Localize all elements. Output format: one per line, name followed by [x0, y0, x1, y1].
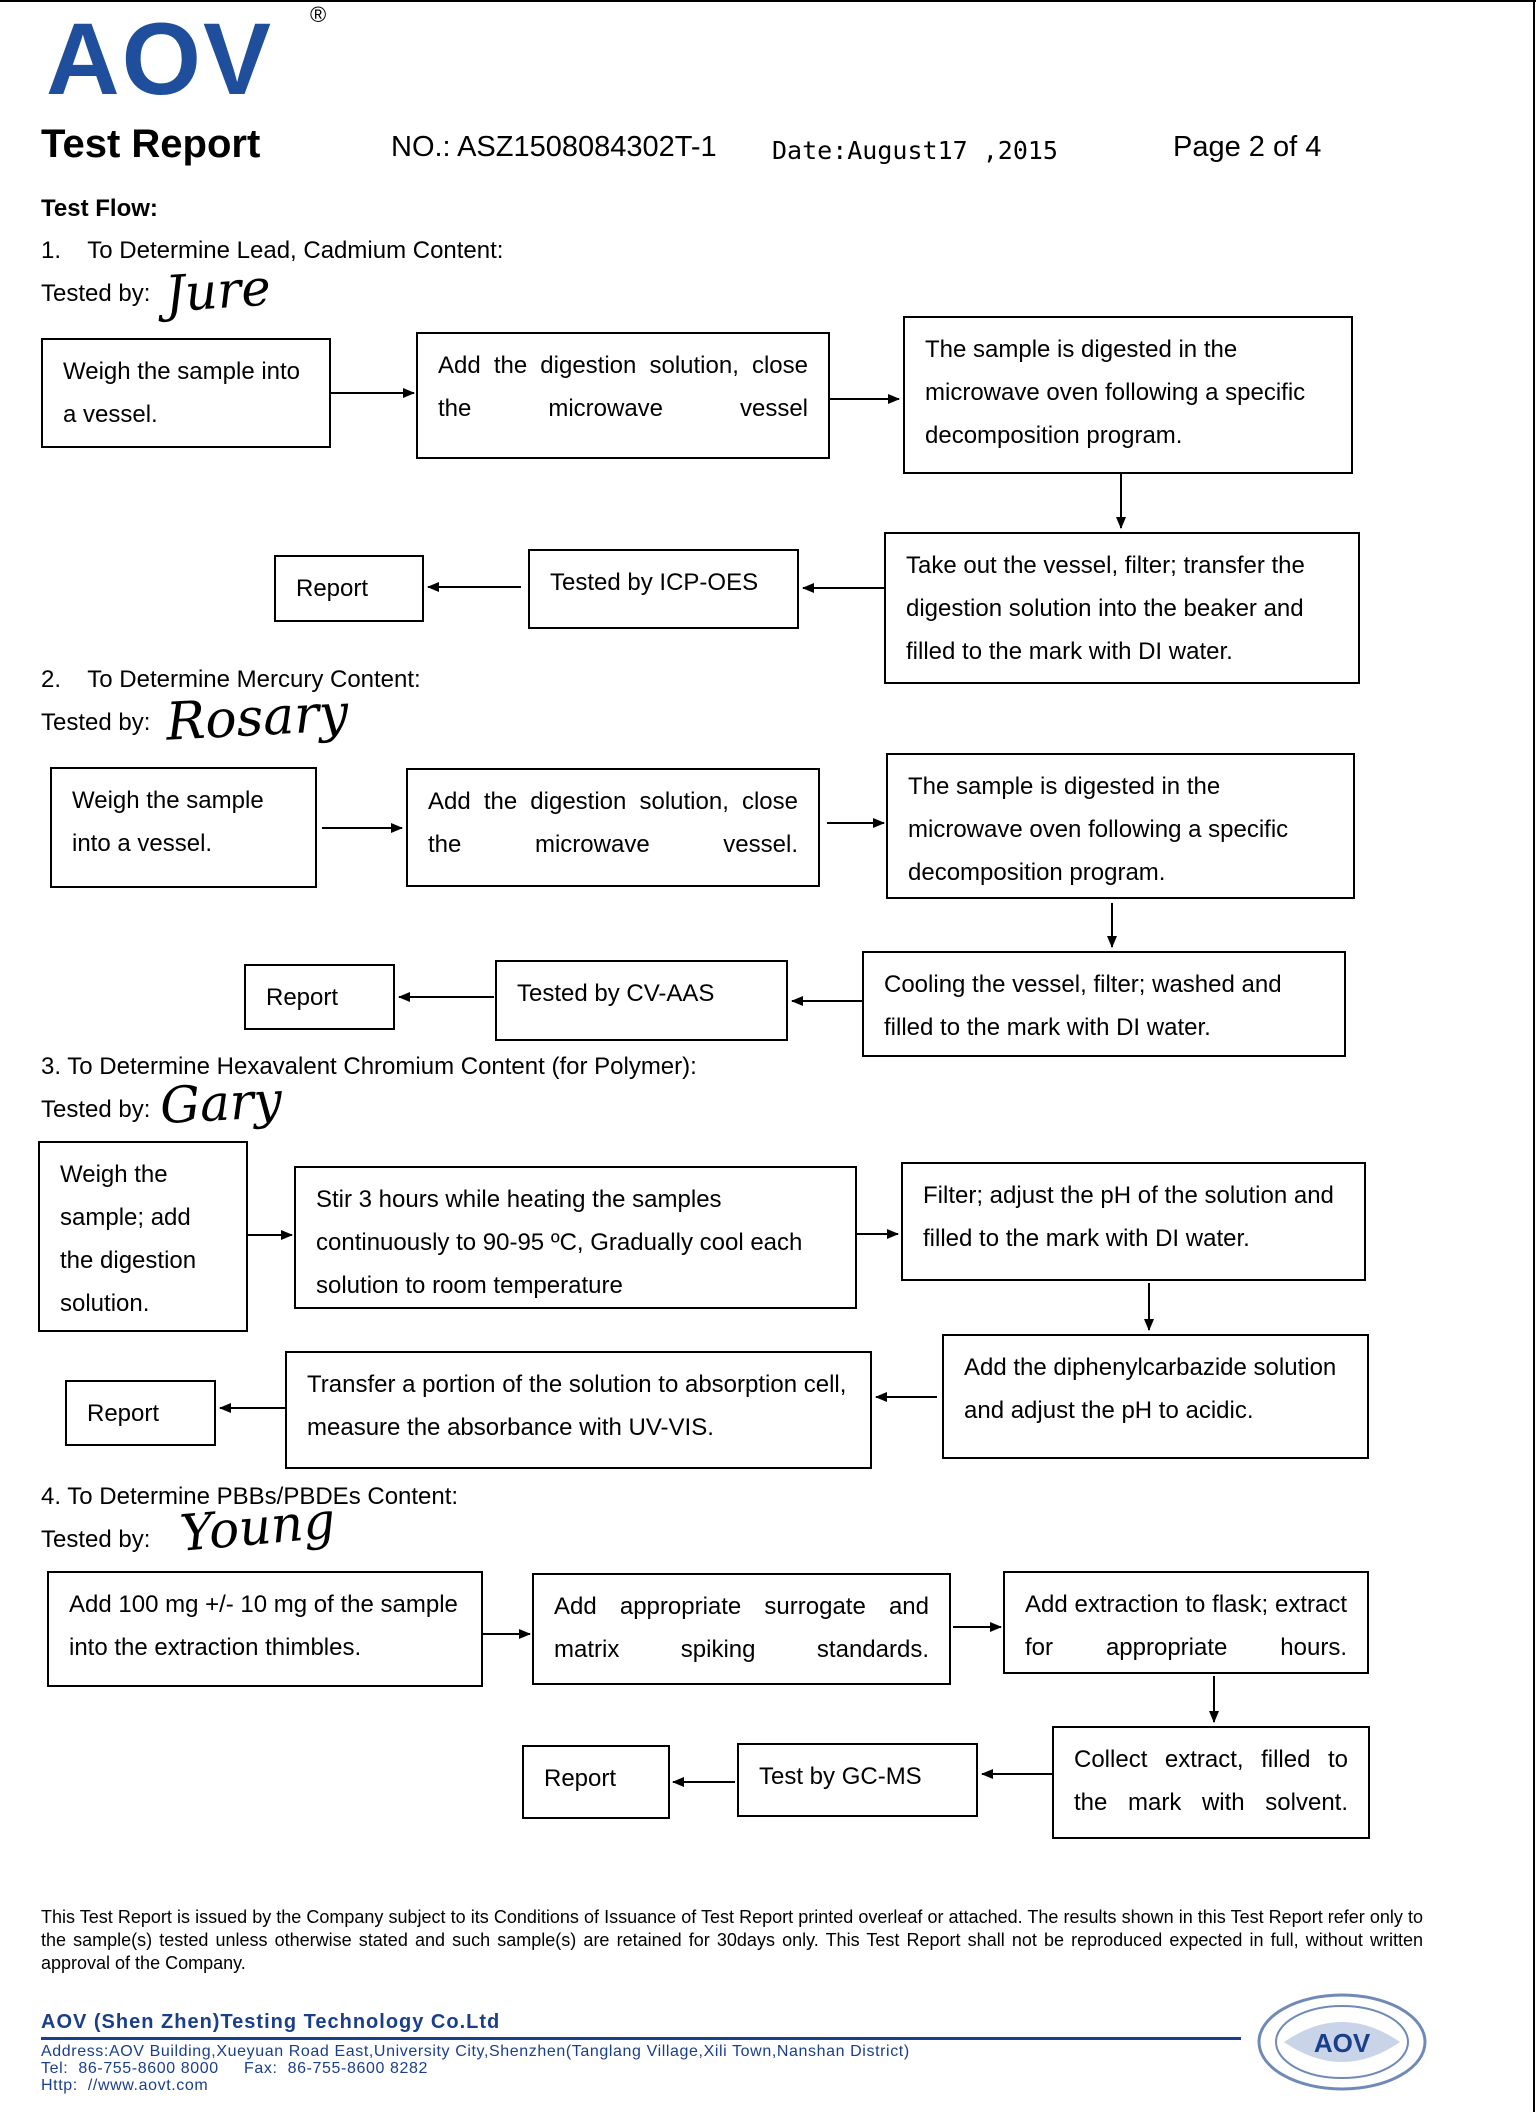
flow-step: Add appropriate surrogate and matrix spi… [532, 1573, 951, 1685]
flow-step: Collect extract, filled to the mark with… [1052, 1726, 1370, 1839]
report-box: Report [244, 964, 395, 1030]
flow-step: The sample is digested in the microwave … [886, 753, 1355, 899]
flow-step: Weigh the sample into a vessel. [41, 338, 331, 448]
footer-company: AOV (Shen Zhen)Testing Technology Co.Ltd [41, 2011, 501, 2033]
flow-step: Add the digestion solution, close the mi… [416, 332, 830, 459]
flow-step: Tested by ICP-OES [528, 549, 799, 629]
footer-rule [41, 2037, 1241, 2040]
tested-by-label: Tested by: [41, 280, 151, 307]
flow-step: Cooling the vessel, filter; washed and f… [862, 951, 1346, 1057]
flow-step: Filter; adjust the pH of the solution an… [901, 1162, 1366, 1281]
flow-step: Tested by CV-AAS [495, 960, 788, 1041]
svg-text:AOV: AOV [46, 14, 273, 102]
report-number: NO.: ASZ1508084302T-1 [391, 131, 717, 163]
report-date: Date:August17 ,2015 [772, 136, 1058, 165]
svg-text:AOV: AOV [1314, 2028, 1371, 2058]
flow-step: Stir 3 hours while heating the samples c… [294, 1166, 857, 1309]
page-number: Page 2 of 4 [1173, 131, 1322, 163]
registered-mark: ® [310, 2, 327, 27]
report-box: Report [522, 1745, 670, 1819]
flow-step: Add the diphenylcarbazide solution and a… [942, 1334, 1369, 1459]
section-heading: 3. To Determine Hexavalent Chromium Cont… [41, 1053, 697, 1080]
flow-step: Add the digestion solution, close the mi… [406, 768, 820, 887]
flow-step: Transfer a portion of the solution to ab… [285, 1351, 872, 1469]
tested-by-label: Tested by: [41, 709, 151, 736]
section-heading: 2. To Determine Mercury Content: [41, 666, 421, 693]
page-title: Test Report [41, 122, 261, 166]
flow-step: Weigh the sample; add the digestion solu… [38, 1141, 248, 1332]
page-right-border [1533, 0, 1535, 2112]
company-seal: AOV [1256, 1992, 1428, 2092]
disclaimer-text: This Test Report is issued by the Compan… [41, 1907, 1423, 1973]
footer-address: Address:AOV Building,Xueyuan Road East,U… [41, 2043, 910, 2060]
page-top-border [0, 0, 1536, 2]
aov-logo: AOV [42, 2, 342, 116]
flow-step: Add extraction to flask; extract for app… [1003, 1571, 1369, 1674]
footer-website: Http: //www.aovt.com [41, 2077, 209, 2094]
flow-step: The sample is digested in the microwave … [903, 316, 1353, 474]
flow-step: Weigh the sample into a vessel. [50, 767, 317, 888]
flow-step: Take out the vessel, filter; transfer th… [884, 532, 1360, 684]
tested-by-label: Tested by: [41, 1526, 151, 1553]
report-box: Report [274, 555, 424, 622]
section-heading: 1. To Determine Lead, Cadmium Content: [41, 237, 504, 264]
footer-tel-fax: Tel: 86-755-8600 8000 Fax: 86-755-8600 8… [41, 2060, 428, 2077]
flow-step: Add 100 mg +/- 10 mg of the sample into … [47, 1571, 483, 1687]
section-heading: 4. To Determine PBBs/PBDEs Content: [41, 1483, 459, 1510]
report-box: Report [65, 1380, 216, 1446]
test-flow-label: Test Flow: [41, 195, 158, 222]
tested-by-label: Tested by: [41, 1096, 151, 1123]
flow-step: Test by GC-MS [737, 1743, 978, 1817]
